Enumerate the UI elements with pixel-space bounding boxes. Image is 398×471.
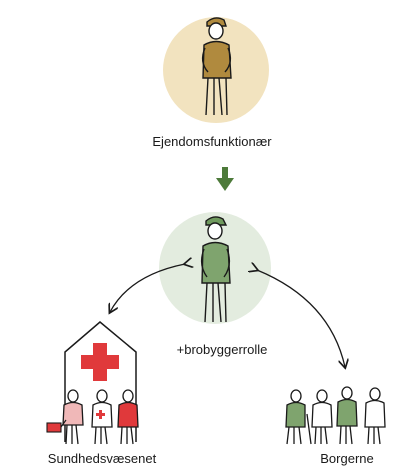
- top-role-label: Ejendomsfunktionær: [152, 134, 272, 149]
- hospital-house-icon: [64, 321, 137, 442]
- health-staff-group-icon: [46, 389, 139, 445]
- citizens-group-icon: [285, 386, 386, 445]
- bridge-builder-figure-icon: [159, 212, 271, 324]
- right-double-arrow: [257, 270, 345, 367]
- worker-figure-icon: [163, 17, 269, 123]
- left-double-arrow: [110, 264, 185, 312]
- right-group-label: Borgerne: [320, 451, 374, 466]
- down-arrow-icon: [216, 167, 234, 191]
- left-group-label: Sundhedsvæsenet: [47, 451, 157, 466]
- middle-role-label: +brobyggerrolle: [176, 342, 268, 357]
- red-cross-icon: [81, 343, 119, 381]
